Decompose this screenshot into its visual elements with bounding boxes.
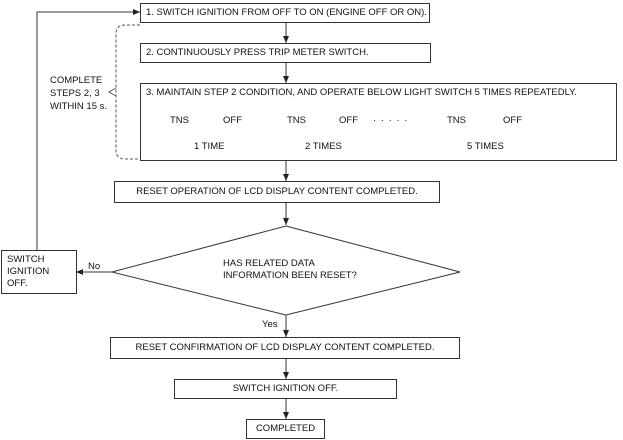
bracket-tick (107, 87, 117, 97)
side-note-line1: COMPLETE (50, 75, 103, 86)
no-label: No (88, 261, 101, 272)
side-note-line2: STEPS 2, 3 (50, 88, 100, 99)
seq-dots: · · · · · (373, 115, 409, 126)
seq-tns-1: TNS (170, 115, 189, 126)
step3-box: 3. MAINTAIN STEP 2 CONDITION, AND OPERAT… (140, 83, 617, 161)
side-note-line3: WITHIN 15 s. (50, 101, 108, 112)
dashed-bracket (115, 24, 140, 160)
seq-tns-5: TNS (447, 115, 466, 126)
switch-box-line1: SWITCH (7, 254, 45, 265)
seq-off-1: OFF (223, 115, 242, 126)
time-2-label: 2 TIMES (305, 141, 342, 152)
reset-confirmation-box: RESET CONFIRMATION OF LCD DISPLAY CONTEN… (110, 337, 460, 359)
seq-tns-2: TNS (287, 115, 306, 126)
loop-back-arrow (36, 9, 140, 250)
reset-operation-box: RESET OPERATION OF LCD DISPLAY CONTENT C… (114, 181, 440, 203)
seq-off-5: OFF (503, 115, 522, 126)
time-5-label: 5 TIMES (467, 141, 504, 152)
completed-box: COMPLETED (246, 419, 325, 439)
decision-diamond (111, 225, 461, 316)
step3-label: 3. MAINTAIN STEP 2 CONDITION, AND OPERAT… (146, 87, 577, 98)
seq-off-2: OFF (339, 115, 358, 126)
decision-text-line2: INFORMATION BEEN RESET? (223, 270, 357, 281)
step2-box: 2. CONTINUOUSLY PRESS TRIP METER SWITCH. (140, 43, 431, 63)
switch-box-line3: OFF. (7, 278, 28, 289)
switch-ignition-off-box: SWITCH IGNITION OFF. (1, 250, 77, 294)
yes-label: Yes (262, 319, 278, 330)
time-1-label: 1 TIME (194, 141, 225, 152)
switch-ignition-off-step-box: SWITCH IGNITION OFF. (174, 379, 397, 399)
switch-box-line2: IGNITION (7, 266, 50, 277)
step1-box: 1. SWITCH IGNITION FROM OFF TO ON (ENGIN… (140, 3, 430, 23)
decision-text-line1: HAS RELATED DATA (223, 258, 315, 269)
